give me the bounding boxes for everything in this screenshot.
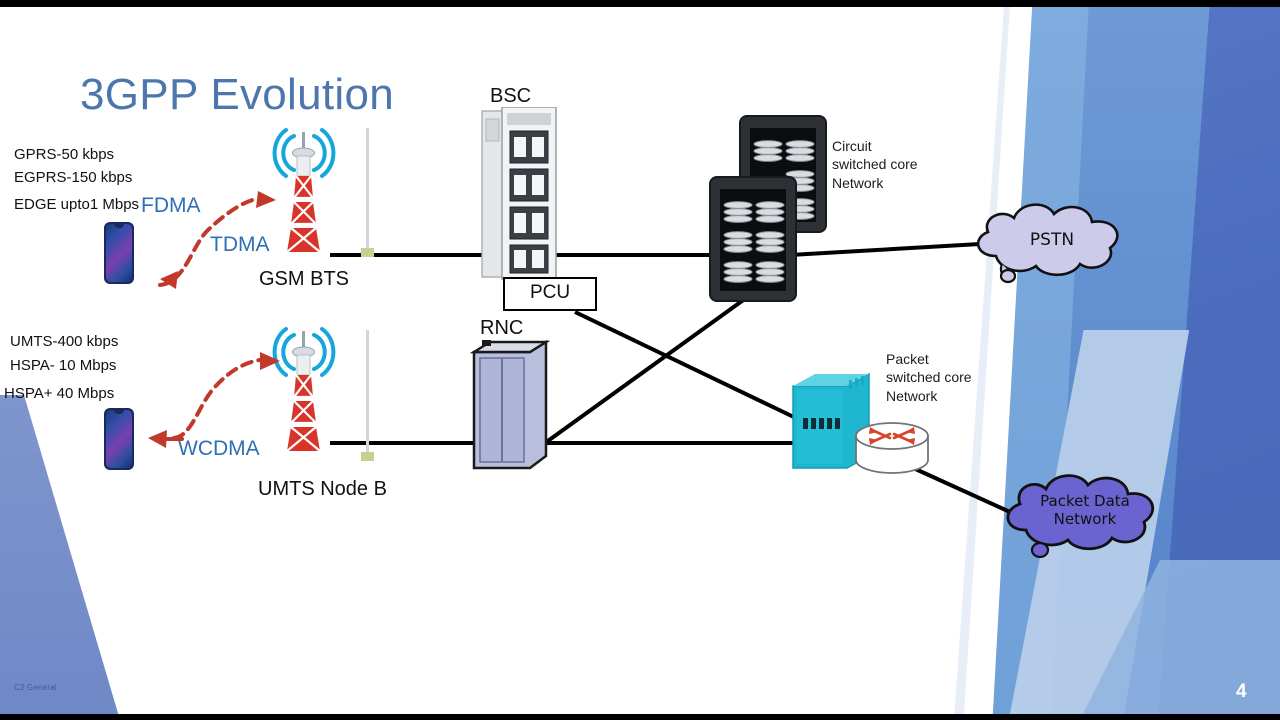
label-tdma: TDMA [210, 233, 270, 256]
circuit-core-rack-front [709, 176, 797, 302]
rnc-label: RNC [480, 317, 524, 339]
confidentiality-watermark: C2 General [14, 683, 57, 692]
packet-core-cabinet-icon [792, 372, 870, 469]
rnc-cabinet-icon [470, 339, 551, 470]
gsm-bts-label: GSM BTS [259, 268, 350, 290]
bsc-cabinet-icon [481, 107, 557, 280]
letterbox-bottom [0, 714, 1280, 720]
umts-spec-2: HSPA- 10 Mbps [10, 357, 117, 374]
umts-handset-screen [106, 410, 132, 468]
label-wcdma: WCDMA [178, 437, 260, 460]
umts-node-b-tower-icon [272, 327, 336, 452]
umts-spec-1: UMTS-400 kbps [10, 333, 119, 350]
umts-handset [104, 408, 134, 470]
pstn-cloud-label: PSTN [1029, 230, 1075, 250]
gsm-secondary-mast [366, 128, 369, 256]
pdn-cloud-shape [1006, 474, 1155, 559]
pcu-box: PCU [503, 277, 597, 311]
pstn-cloud: PSTN [962, 196, 1142, 286]
page-title: 3GPP Evolution [80, 70, 395, 119]
umts-node-b-label: UMTS Node B [258, 478, 387, 500]
gsm-handset [104, 222, 134, 284]
circuit-core-network-label: Circuit switched core Network [832, 138, 918, 191]
router-icon [855, 422, 929, 474]
umts-exchange-arrows [148, 352, 280, 448]
gsm-mast-base [361, 248, 374, 257]
umts-secondary-mast [366, 330, 369, 455]
umts-spec-3: HSPA+ 40 Mbps [4, 385, 115, 402]
label-fdma: FDMA [141, 194, 201, 217]
pstn-cloud-shape [976, 203, 1119, 284]
gsm-handset-screen [106, 224, 132, 282]
gsm-exchange-arrows [158, 191, 276, 289]
packet-core-network-label: Packet switched core Network [886, 351, 972, 404]
pdn-cloud-label-line1: Packet Data [1040, 492, 1130, 510]
gsm-bts-tower-icon [272, 128, 336, 253]
gsm-spec-3: EDGE upto1 Mbps [14, 196, 140, 213]
umts-mast-base [361, 452, 374, 461]
bsc-label: BSC [490, 85, 532, 107]
packet-data-network-cloud: Packet Data Network [992, 468, 1178, 562]
pdn-cloud-label-line2: Network [1053, 510, 1117, 528]
letterbox-top [0, 0, 1280, 7]
slide-page-number: 4 [1236, 681, 1247, 702]
gsm-spec-1: GPRS-50 kbps [14, 146, 115, 163]
gsm-spec-2: EGPRS-150 kbps [14, 169, 133, 186]
